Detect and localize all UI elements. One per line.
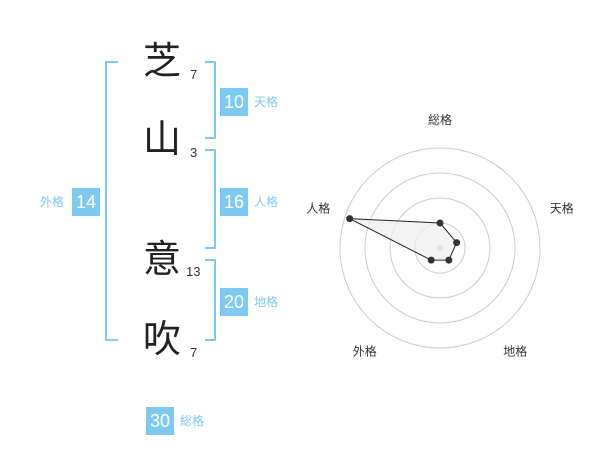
- stroke-count-3: 13: [186, 264, 201, 279]
- stroke-count-1: 7: [190, 67, 198, 82]
- radar-polygon: [349, 218, 458, 261]
- tenkaku-bracket: [205, 61, 216, 139]
- jinkaku-value: 16: [220, 188, 248, 216]
- radar-points: [346, 215, 461, 264]
- name-char-2: 山: [142, 117, 181, 161]
- tenkaku-value: 10: [220, 88, 248, 116]
- jinkaku-label: 人格: [254, 195, 279, 209]
- gaikaku-value: 14: [72, 188, 100, 216]
- chikaku-bracket: [205, 259, 216, 341]
- name-char-3: 意: [142, 237, 181, 281]
- chikaku-value: 20: [220, 288, 248, 316]
- jinkaku-bracket: [205, 149, 216, 249]
- radar-ring: [389, 197, 491, 299]
- tenkaku-label: 天格: [254, 95, 279, 109]
- radar-axis-label-5: 人格: [306, 200, 330, 215]
- radar-axis-label-1: 総格: [428, 112, 452, 127]
- soukaku-value: 30: [146, 407, 174, 435]
- radar-shape: [349, 218, 458, 261]
- gaikaku-label: 外格: [40, 195, 65, 209]
- soukaku-label: 総格: [180, 414, 205, 428]
- radar-ring: [364, 172, 516, 324]
- radar-point-5: [346, 215, 354, 223]
- chikaku-label: 地格: [254, 295, 279, 309]
- radar-point-3: [445, 256, 453, 264]
- radar-point-1: [436, 219, 444, 227]
- stroke-count-4: 7: [190, 345, 198, 360]
- stroke-count-2: 3: [190, 145, 198, 160]
- radar-axis-label-3: 地格: [503, 344, 527, 359]
- radar-axis-label-4: 外格: [353, 344, 377, 359]
- radar-point-2: [453, 239, 461, 247]
- name-char-1: 芝: [142, 39, 181, 83]
- radar-axis-label-2: 天格: [550, 200, 574, 215]
- radar-point-4: [427, 256, 435, 264]
- radar-ring: [339, 147, 541, 349]
- name-char-4: 吹: [142, 317, 181, 361]
- gaikaku-bracket: [105, 61, 118, 341]
